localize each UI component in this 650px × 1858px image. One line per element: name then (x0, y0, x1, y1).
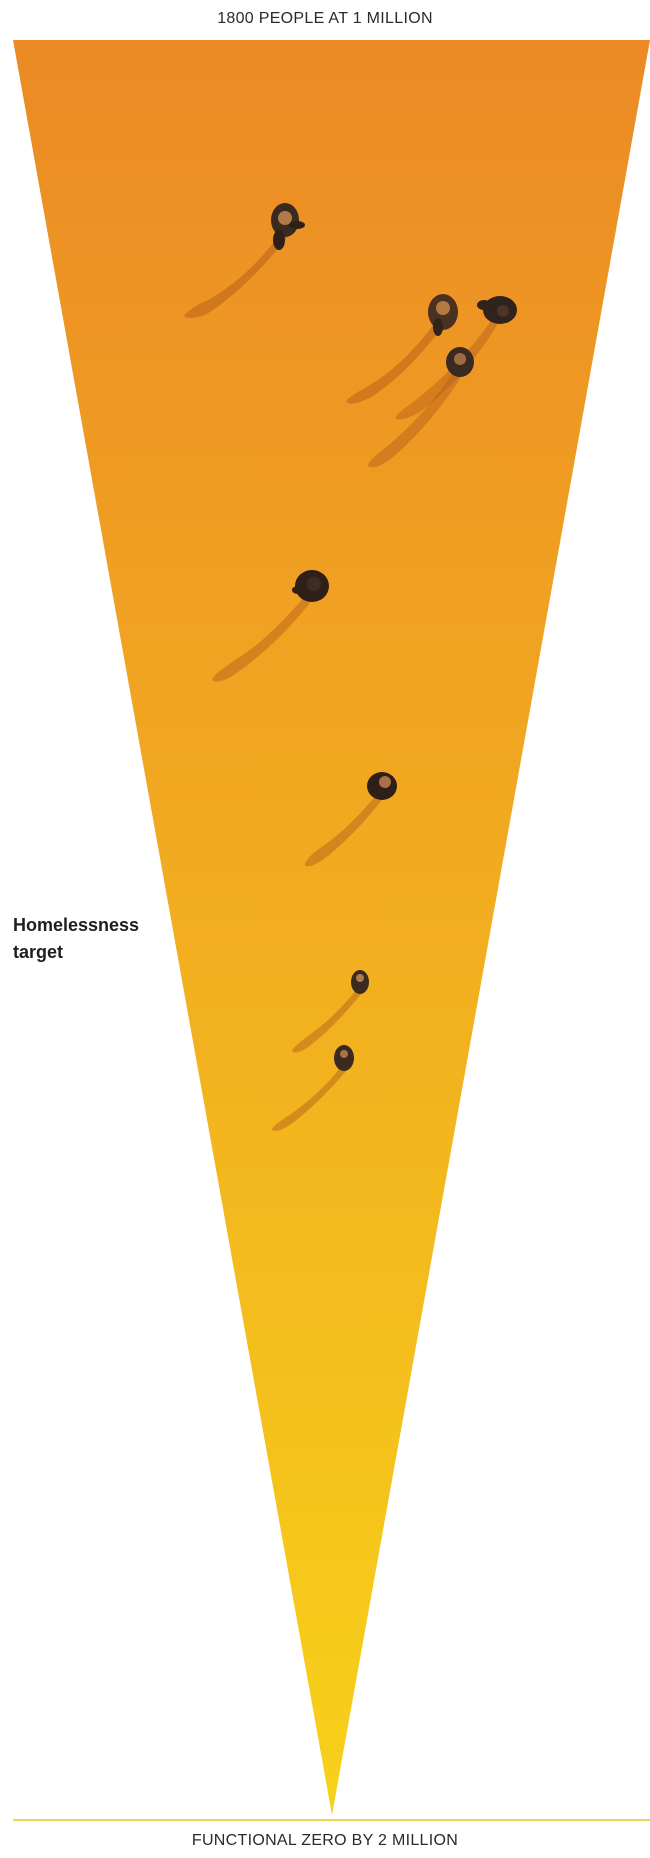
bottom-caption: FUNCTIONAL ZERO BY 2 MILLION (0, 1832, 650, 1850)
homelessness-target-label: Homelessness target (13, 912, 153, 966)
